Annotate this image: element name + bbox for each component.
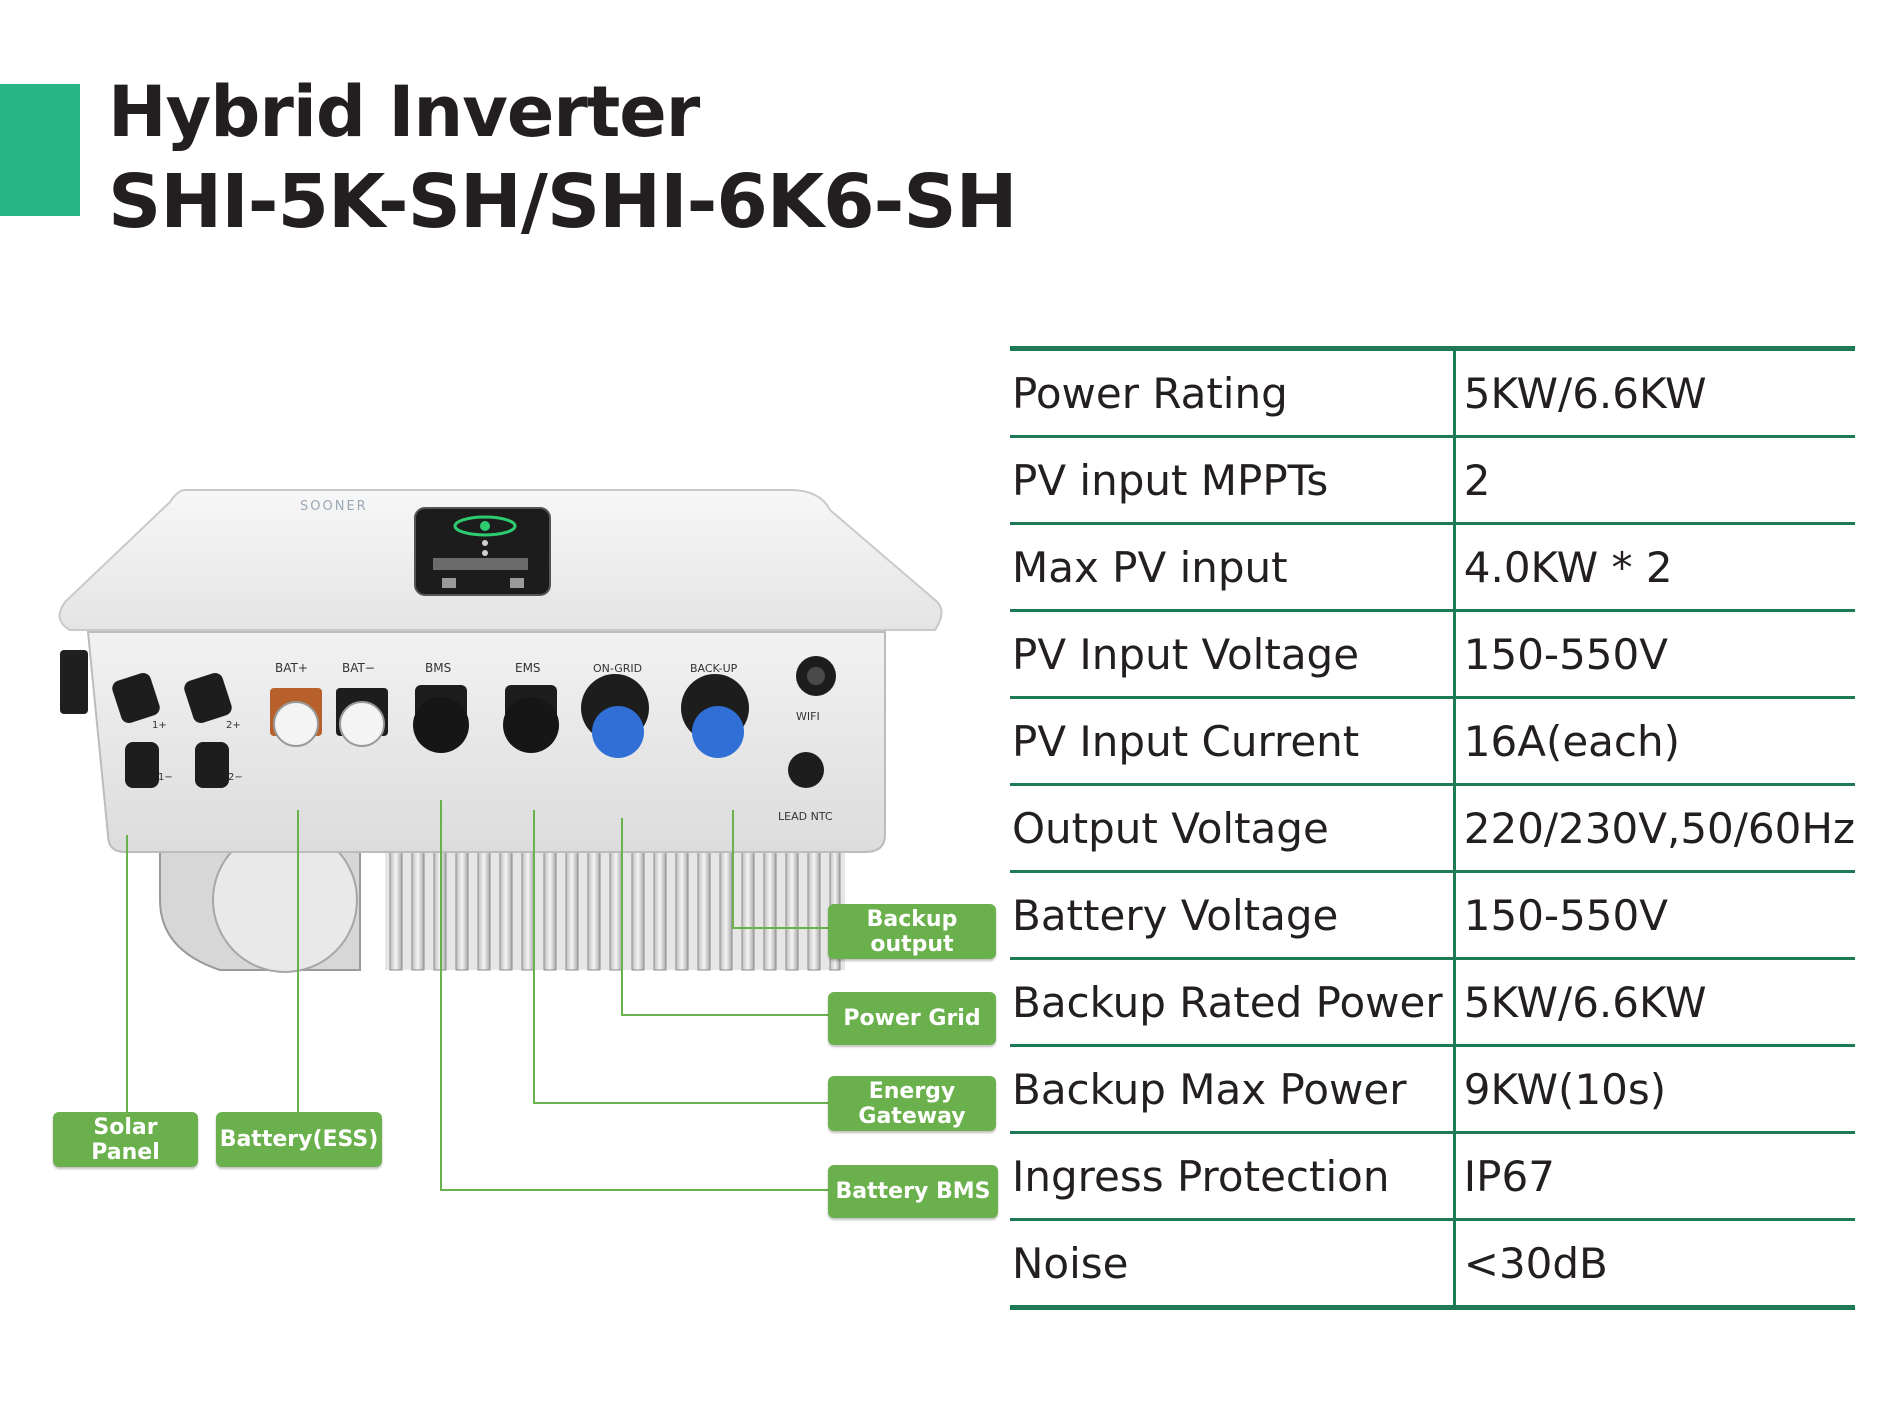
heat-sink — [159, 827, 845, 973]
spec-label: Max PV input — [1010, 523, 1455, 612]
display-panel — [414, 507, 551, 596]
spec-label: Power Rating — [1010, 348, 1455, 438]
callout-backup-output-label: Backup output — [866, 906, 958, 957]
bat-minus-label: BAT− — [342, 661, 375, 675]
pv-connectors — [112, 672, 232, 788]
table-row: Ingress Protection IP67 — [1010, 1132, 1855, 1221]
spec-value: 2 — [1452, 436, 1855, 525]
callout-battery-bms-label: Battery BMS — [835, 1179, 991, 1204]
table-row: PV Input Current 16A(each) — [1010, 697, 1855, 786]
table-row: Noise <30dB — [1010, 1219, 1855, 1308]
spec-label: Backup Max Power — [1010, 1045, 1455, 1134]
callout-energy-gateway: Energy Gateway — [828, 1076, 996, 1131]
spec-label: Output Voltage — [1010, 784, 1455, 873]
spec-value: 5KW/6.6KW — [1452, 348, 1855, 438]
side-handle — [60, 650, 88, 714]
brand-logo: SOONER — [300, 499, 368, 514]
table-row: PV input MPPTs 2 — [1010, 436, 1855, 525]
callout-battery-ess: Battery(ESS) — [216, 1112, 382, 1167]
table-row: PV Input Voltage 150-550V — [1010, 610, 1855, 699]
callout-solar-panel: Solar Panel — [53, 1112, 198, 1167]
lead-ntc-port — [788, 752, 824, 788]
wifi-label: WIFI — [796, 710, 820, 723]
pv2-minus-label: 2− — [228, 772, 243, 783]
spec-value: 5KW/6.6KW — [1452, 958, 1855, 1047]
spec-table: Power Rating 5KW/6.6KW PV input MPPTs 2 … — [1010, 346, 1855, 1310]
callout-power-grid-label: Power Grid — [843, 1006, 981, 1031]
callout-backup-output: Backup output — [828, 904, 996, 959]
bms-port — [413, 685, 469, 753]
spec-label: PV Input Voltage — [1010, 610, 1455, 699]
spec-value: 16A(each) — [1452, 697, 1855, 786]
table-row: Max PV input 4.0KW * 2 — [1010, 523, 1855, 612]
callout-energy-gateway-label: Energy Gateway — [858, 1078, 966, 1129]
spec-label: Backup Rated Power — [1010, 958, 1455, 1047]
spec-label: Battery Voltage — [1010, 871, 1455, 960]
spec-value: 150-550V — [1452, 610, 1855, 699]
model-number: SHI-5K-SH/SHI-6K6-SH — [108, 159, 1018, 245]
bms-port-label: BMS — [425, 661, 451, 675]
ems-port — [503, 685, 559, 753]
title-accent-bar — [0, 84, 80, 216]
pv1-minus-label: 1− — [158, 772, 173, 783]
spec-value: 220/230V,50/60Hz — [1452, 784, 1855, 873]
bat-plus-label: BAT+ — [275, 661, 308, 675]
wifi-port — [796, 656, 836, 696]
spec-value: 4.0KW * 2 — [1452, 523, 1855, 612]
spec-value: 150-550V — [1452, 871, 1855, 960]
page-title: Hybrid Inverter — [108, 71, 700, 153]
back-up-port-label: BACK-UP — [690, 662, 738, 675]
spec-label: PV input MPPTs — [1010, 436, 1455, 525]
table-row: Output Voltage 220/230V,50/60Hz — [1010, 784, 1855, 873]
spec-value: IP67 — [1452, 1132, 1855, 1221]
pv1-plus-label: 1+ — [152, 720, 167, 731]
on-grid-port-label: ON-GRID — [593, 662, 642, 675]
spec-value: 9KW(10s) — [1452, 1045, 1855, 1134]
inverter-illustration: SOONER 1+ 2+ 1− 2− BAT+ BAT− BMS EMS — [58, 489, 943, 973]
table-row: Power Rating 5KW/6.6KW — [1010, 348, 1855, 438]
spec-value: <30dB — [1452, 1219, 1855, 1308]
connector-panel — [86, 631, 886, 853]
pv2-plus-label: 2+ — [226, 720, 241, 731]
callout-solar-panel-label: Solar Panel — [91, 1114, 160, 1165]
spec-label: Ingress Protection — [1010, 1132, 1455, 1221]
callout-power-grid: Power Grid — [828, 992, 996, 1045]
on-grid-port — [581, 674, 649, 758]
callout-battery-bms: Battery BMS — [828, 1165, 998, 1218]
table-row: Backup Max Power 9KW(10s) — [1010, 1045, 1855, 1134]
table-row: Backup Rated Power 5KW/6.6KW — [1010, 958, 1855, 1047]
table-row: Battery Voltage 150-550V — [1010, 871, 1855, 960]
spec-label: PV Input Current — [1010, 697, 1455, 786]
spec-label: Noise — [1012, 1238, 1129, 1288]
back-up-port — [681, 674, 749, 758]
lead-ntc-label: LEAD NTC — [778, 810, 833, 823]
callout-battery-ess-label: Battery(ESS) — [219, 1127, 379, 1152]
ems-port-label: EMS — [515, 661, 541, 675]
